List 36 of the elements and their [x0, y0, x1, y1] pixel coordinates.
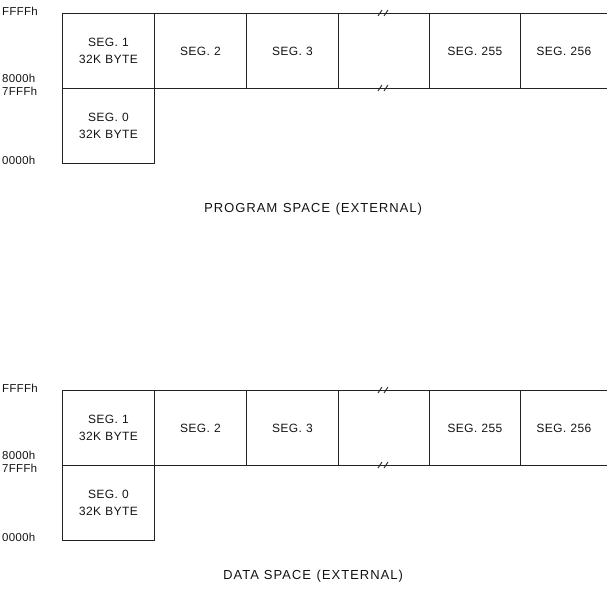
- memory-segment-box: [246, 390, 339, 466]
- segment-label: SEG. 3: [272, 420, 314, 436]
- address-label: FFFFh: [2, 383, 38, 395]
- caption: PROGRAM SPACE (EXTERNAL): [203, 200, 424, 215]
- address-label: 7FFFh: [2, 86, 38, 98]
- segment-label: SEG. 256: [536, 42, 592, 60]
- memory-segment-box: [62, 88, 155, 164]
- segment-label: SEG. 0 32K BYTE: [78, 486, 140, 520]
- memory-segment-box: [429, 390, 521, 466]
- address-label: 8000h: [2, 73, 36, 85]
- segment-label: SEG. 255: [447, 420, 503, 436]
- segment-label: SEG. 0 32K BYTE: [78, 109, 140, 143]
- memory-segment-box: [62, 13, 155, 89]
- address-label: 0000h: [2, 532, 36, 544]
- memory-segment-box: [154, 390, 247, 466]
- address-label: 0000h: [2, 155, 36, 167]
- address-label: 8000h: [2, 450, 36, 462]
- segment-label: SEG. 1 32K BYTE: [78, 411, 140, 445]
- memory-segment-box: [62, 390, 155, 466]
- memory-segment-box: [429, 13, 521, 89]
- address-label: FFFFh: [2, 6, 38, 18]
- segment-label: SEG. 2: [180, 42, 222, 60]
- memory-segment-box: [62, 465, 155, 541]
- memory-segment-box: [246, 13, 339, 89]
- memory-segment-box: [154, 13, 247, 89]
- segment-label: SEG. 3: [272, 42, 314, 60]
- memory-segment-box: [520, 390, 607, 466]
- segment-label: SEG. 255: [447, 42, 503, 60]
- segment-label: SEG. 256: [536, 420, 592, 436]
- empty-segment-box: [338, 13, 430, 89]
- caption: DATA SPACE (EXTERNAL): [222, 567, 405, 582]
- memory-segment-box: [520, 13, 607, 89]
- segment-label: SEG. 2: [180, 420, 222, 436]
- empty-segment-box: [338, 390, 430, 466]
- segment-label: SEG. 1 32K BYTE: [78, 34, 140, 68]
- address-label: 7FFFh: [2, 463, 38, 475]
